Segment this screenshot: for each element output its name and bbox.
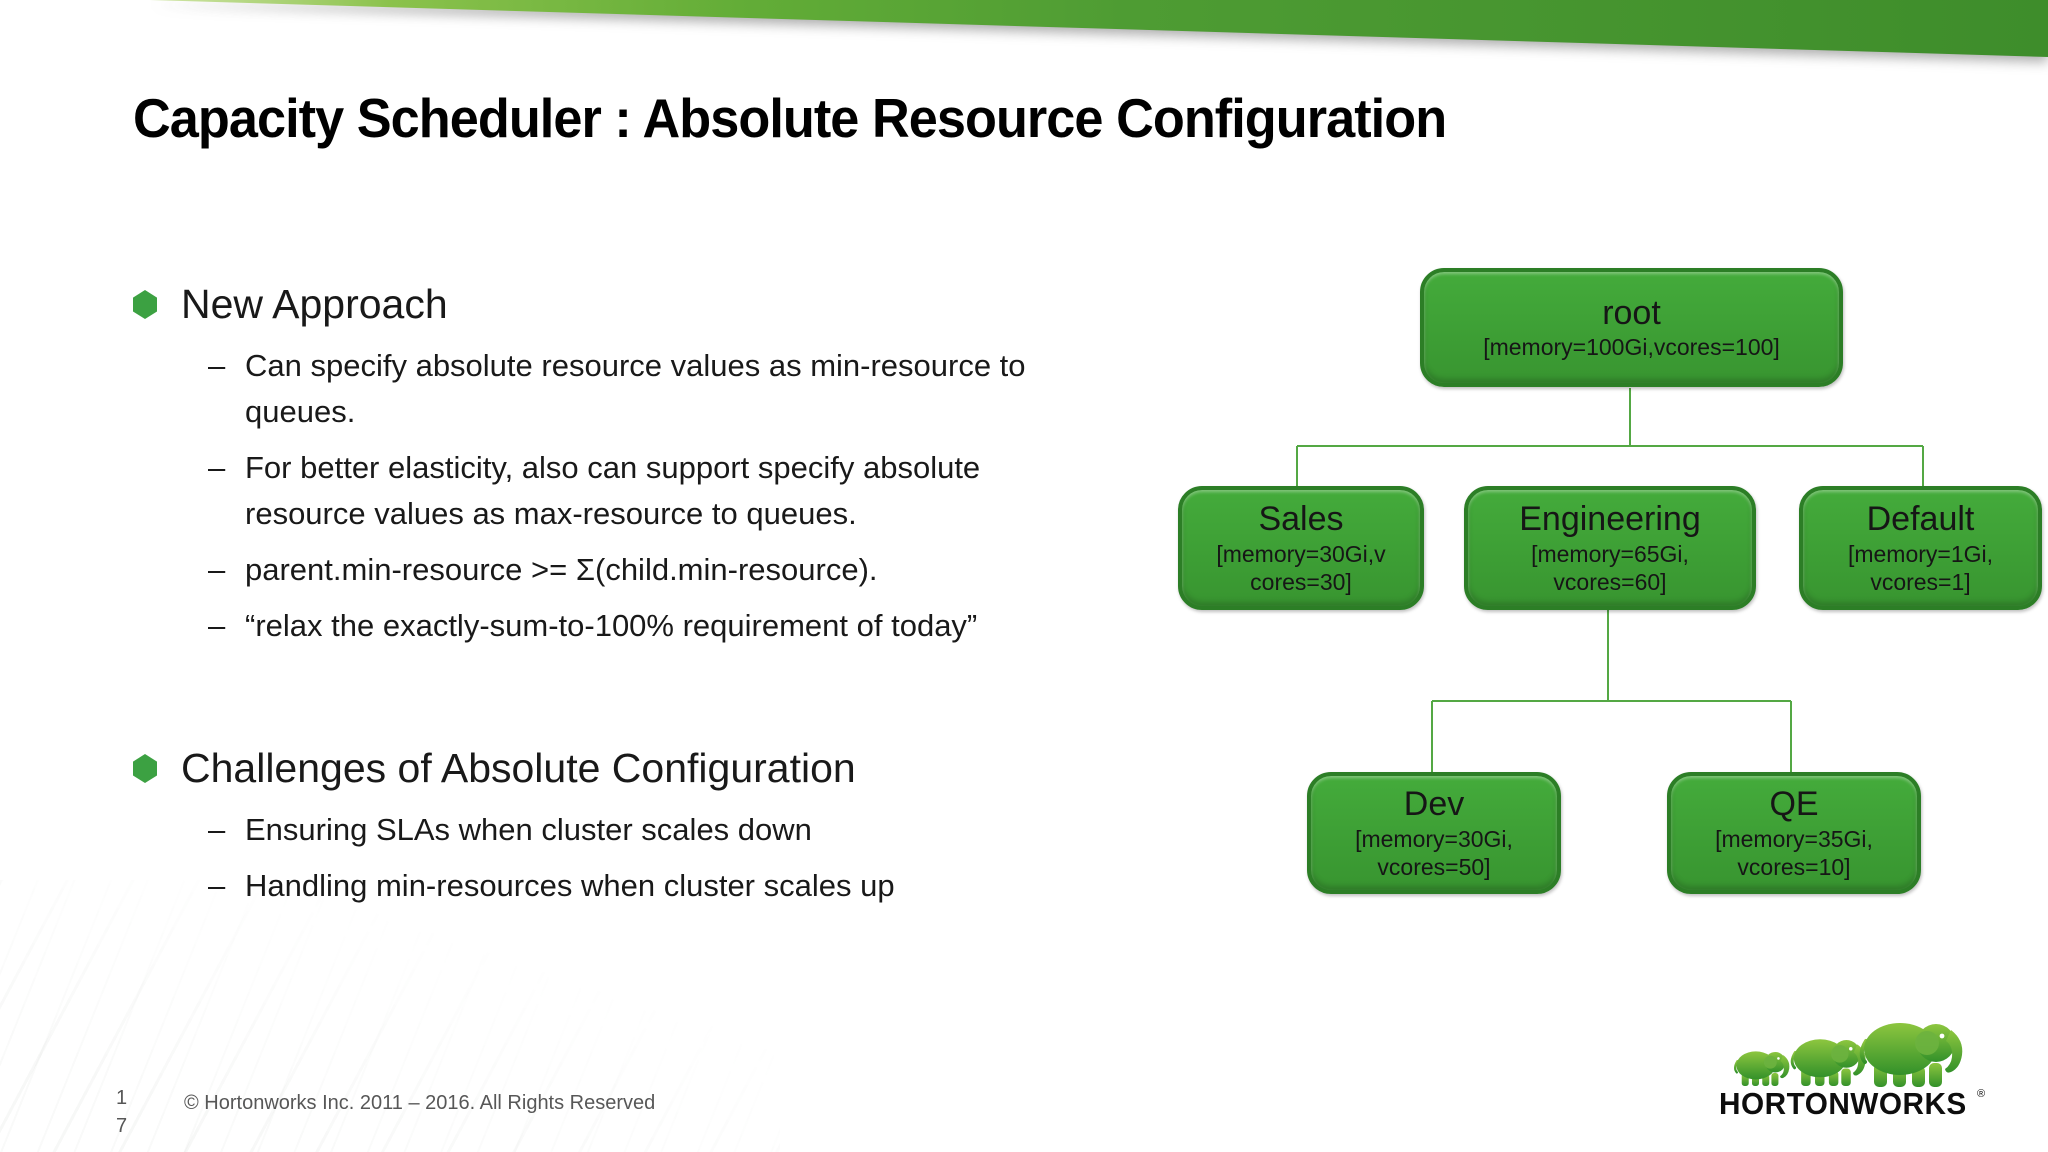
bullet-text: Can specify absolute resource values as … [245,348,1026,430]
top-banner [0,0,2048,80]
hortonworks-logo: HORTONWORKS ® [1719,1012,1985,1122]
bullet-text: Handling min-resources when cluster scal… [245,868,895,904]
tree-node-label: Sales [1258,500,1344,539]
bullet-text: For better elasticity, also can support … [245,450,981,532]
bullet-list: –Can specify absolute resource values as… [208,343,1213,649]
top-banner-gradient [149,0,2048,57]
sub-bullet: –Handling min-resources when cluster sca… [208,863,1213,909]
registered-mark: ® [1977,1088,1986,1100]
tree-node-sales: Sales[memory=30Gi,v cores=30] [1178,486,1424,610]
sub-bullet: –“relax the exactly-sum-to-100% requirem… [208,603,1213,649]
dash-bullet: – [208,552,226,588]
tree-node-label: QE [1769,785,1819,824]
sub-bullet: –Ensuring SLAs when cluster scales down [208,807,1213,853]
page-number: 1 7 [116,1087,128,1137]
bullet-text: parent.min-resource >= Σ(child.min-resou… [245,552,878,588]
tree-node-detail: [memory=1Gi, vcores=1] [1847,540,1994,595]
copyright-text: © Hortonworks Inc. 2011 – 2016. All Righ… [184,1092,656,1114]
elephants-icon [1734,1021,1965,1089]
dash-bullet: – [208,348,226,384]
tree-node-detail: [memory=35Gi, vcores=10] [1715,825,1873,880]
tree-node-root: root[memory=100Gi,vcores=100] [1420,268,1843,387]
tree-node-engineering: Engineering[memory=65Gi, vcores=60] [1464,486,1756,610]
tree-node-detail: [memory=65Gi, vcores=60] [1531,540,1689,595]
slide-title: Capacity Scheduler : Absolute Resource C… [133,87,1447,149]
tree-node-label: root [1602,293,1661,332]
logo-text-row: HORTONWORKS ® [1719,1086,1985,1122]
bullet-list: –Ensuring SLAs when cluster scales down–… [208,807,1213,909]
section-heading-row: New Approach [133,281,1213,327]
hex-bullet-icon [133,754,157,784]
logo-text: HORTONWORKS [1718,1086,1967,1121]
tree-node-detail: [memory=100Gi,vcores=100] [1483,334,1780,361]
bullet-text: “relax the exactly-sum-to-100% requireme… [245,608,978,644]
sub-bullet: –Can specify absolute resource values as… [208,343,1213,435]
dash-bullet: – [208,608,226,644]
tree-node-dev: Dev[memory=30Gi, vcores=50] [1307,772,1561,894]
dash-bullet: – [208,812,226,848]
sub-bullet: –For better elasticity, also can support… [208,445,1213,537]
bullet-text: Ensuring SLAs when cluster scales down [245,812,812,848]
dash-bullet: – [208,450,226,486]
sub-bullet: –parent.min-resource >= Σ(child.min-reso… [208,547,1213,593]
hex-bullet-icon [133,290,157,320]
section-heading: New Approach [181,281,448,327]
section-challenges: Challenges of Absolute Configuration –En… [133,745,1213,919]
section-heading-row: Challenges of Absolute Configuration [133,745,1213,791]
dash-bullet: – [208,868,226,904]
tree-node-detail: [memory=30Gi, vcores=50] [1355,825,1513,880]
section-new-approach: New Approach –Can specify absolute resou… [133,281,1213,659]
section-heading: Challenges of Absolute Configuration [181,745,856,791]
tree-node-detail: [memory=30Gi,v cores=30] [1216,540,1386,595]
tree-node-default: Default[memory=1Gi, vcores=1] [1799,486,2042,610]
tree-node-label: Default [1866,500,1975,539]
tree-node-label: Dev [1403,785,1465,824]
watermark-waves [0,880,780,1152]
tree-node-label: Engineering [1519,500,1701,539]
tree-node-qe: QE[memory=35Gi, vcores=10] [1667,772,1921,894]
